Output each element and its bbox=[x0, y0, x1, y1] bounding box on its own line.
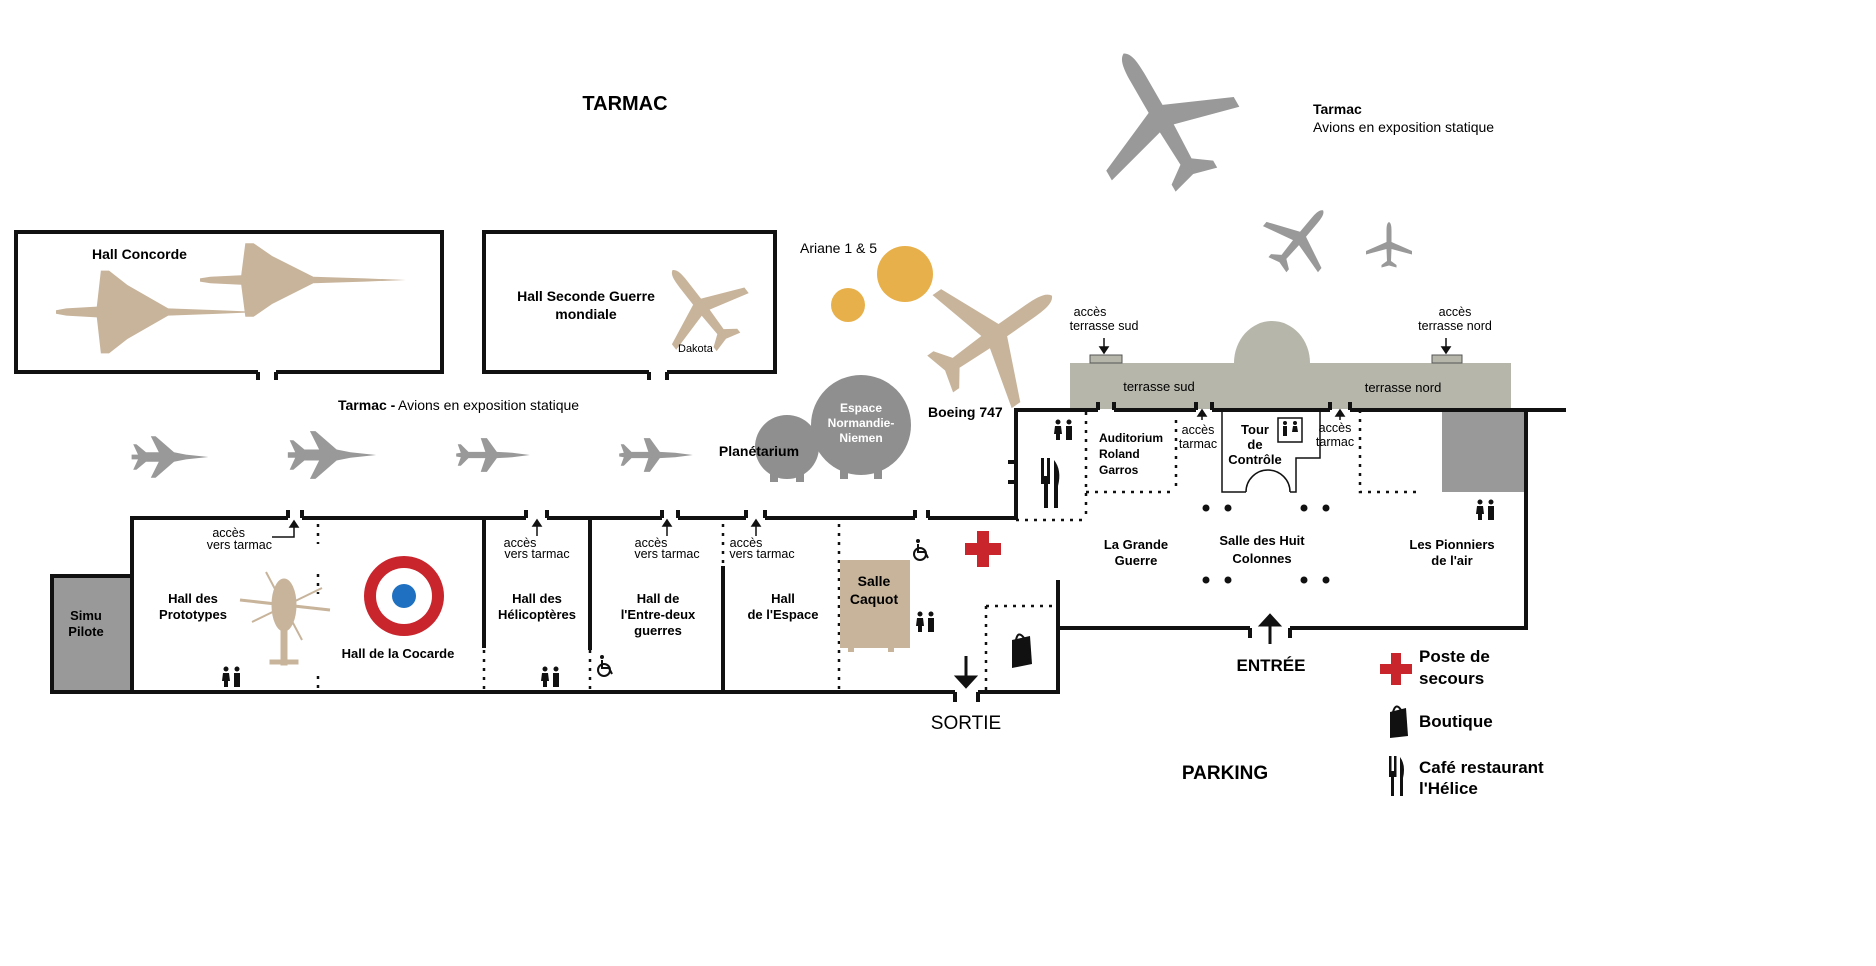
boutique-bag-icon bbox=[1012, 633, 1032, 668]
entre-deux-label-3: guerres bbox=[634, 623, 682, 638]
terrasse-nord-label: terrasse nord bbox=[1365, 380, 1442, 395]
espace-nn-label-1: Espace bbox=[840, 401, 882, 415]
simu-label-2: Pilote bbox=[68, 624, 103, 639]
acces-nord-2: terrasse nord bbox=[1418, 319, 1492, 333]
hall-concorde-box bbox=[14, 230, 444, 380]
simu-label-1: Simu bbox=[70, 608, 102, 623]
caquot-label-2: Caquot bbox=[850, 591, 899, 607]
boeing-label: Boeing 747 bbox=[928, 404, 1003, 420]
caquot-label-1: Salle bbox=[858, 573, 891, 589]
huit-colonnes-label-2: Colonnes bbox=[1232, 551, 1291, 566]
acces-heli-2: vers tarmac bbox=[504, 547, 569, 561]
hall-ww2-label-1: Hall Seconde Guerre bbox=[517, 288, 655, 304]
acces-espace-1: accès bbox=[730, 536, 763, 550]
legend-first-aid-1: Poste de bbox=[1419, 647, 1490, 666]
huit-colonnes-label-1: Salle des Huit bbox=[1219, 533, 1305, 548]
helicopteres-label-1: Hall des bbox=[512, 591, 562, 606]
acces-sud-2: terrasse sud bbox=[1070, 319, 1139, 333]
terrasse-sud-label: terrasse sud bbox=[1123, 379, 1195, 394]
hall-concorde-label: Hall Concorde bbox=[92, 246, 187, 262]
entre-deux-label-1: Hall de bbox=[637, 591, 680, 606]
tarmac-right-sub: Avions en exposition statique bbox=[1313, 119, 1494, 135]
tarmac-mid-sub: Avions en exposition statique bbox=[398, 397, 579, 413]
acces-proto-2: vers tarmac bbox=[207, 538, 272, 552]
legend-cross-icon bbox=[1380, 653, 1412, 685]
colonnes bbox=[1202, 504, 1330, 584]
sortie-label: SORTIE bbox=[931, 713, 1001, 734]
dotted-partitions bbox=[316, 410, 1420, 692]
ariane-1-marker bbox=[831, 288, 865, 322]
first-aid-cross-icon bbox=[965, 531, 1001, 567]
entree-label: ENTRÉE bbox=[1237, 656, 1306, 675]
helicopteres-label-2: Hélicoptères bbox=[498, 607, 576, 622]
entre-deux-label-2: l'Entre-deux bbox=[621, 607, 696, 622]
grande-guerre-label-2: Guerre bbox=[1115, 553, 1158, 568]
entrance-arrow bbox=[1257, 613, 1283, 644]
espace-label-2: de l'Espace bbox=[747, 607, 818, 622]
ariane-label: Ariane 1 & 5 bbox=[800, 240, 877, 256]
ariane-5-marker bbox=[877, 246, 933, 302]
grande-guerre-label-1: La Grande bbox=[1104, 537, 1168, 552]
tarmac-main-label: TARMAC bbox=[582, 93, 667, 115]
acces-tarmac-b2: tarmac bbox=[1316, 435, 1354, 449]
legend-bag-icon bbox=[1390, 705, 1408, 738]
cocarde-emblem bbox=[364, 556, 444, 636]
pionniers-label-2: de l'air bbox=[1431, 553, 1472, 568]
restaurant-icon bbox=[1041, 458, 1060, 508]
tarmac-fighters bbox=[131, 431, 693, 479]
pionniers-grey-block bbox=[1442, 410, 1524, 492]
auditorium-label-2: Roland bbox=[1099, 447, 1140, 461]
cocarde-label: Hall de la Cocarde bbox=[342, 646, 455, 661]
terrace-block bbox=[1070, 321, 1511, 409]
tour-label-2: de bbox=[1247, 437, 1262, 452]
access-arrows bbox=[272, 338, 1452, 538]
legend-boutique: Boutique bbox=[1419, 712, 1493, 731]
auditorium-label-1: Auditorium bbox=[1099, 431, 1163, 445]
acces-heli-1: accès bbox=[504, 536, 537, 550]
espace-nn-label-2: Normandie- bbox=[828, 416, 895, 430]
prototypes-label-2: Prototypes bbox=[159, 607, 227, 622]
acces-sud-1: accès bbox=[1074, 305, 1107, 319]
acces-entre-1: accès bbox=[635, 536, 668, 550]
accessibility-icons bbox=[597, 539, 929, 677]
tarmac-right-title: Tarmac bbox=[1313, 101, 1362, 117]
auditorium-label-3: Garros bbox=[1099, 463, 1139, 477]
acces-espace-2: vers tarmac bbox=[729, 547, 794, 561]
exit-arrow bbox=[953, 656, 979, 689]
tarmac-mid-title: Tarmac - bbox=[338, 397, 396, 413]
tour-label-1: Tour bbox=[1241, 422, 1269, 437]
acces-nord-1: accès bbox=[1439, 305, 1472, 319]
acces-entre-2: vers tarmac bbox=[634, 547, 699, 561]
parking-label: PARKING bbox=[1182, 763, 1268, 784]
acces-tarmac-b1: accès bbox=[1319, 421, 1352, 435]
toilets-icons bbox=[222, 417, 1494, 687]
acces-tarmac-a1: accès bbox=[1182, 423, 1215, 437]
prototypes-label-1: Hall des bbox=[168, 591, 218, 606]
planetarium-label: Planétarium bbox=[719, 443, 799, 459]
legend-first-aid-2: secours bbox=[1419, 669, 1484, 688]
acces-tarmac-a2: tarmac bbox=[1179, 437, 1217, 451]
tour-label-3: Contrôle bbox=[1228, 452, 1281, 467]
espace-label-1: Hall bbox=[771, 591, 795, 606]
hall-ww2-box bbox=[482, 230, 777, 380]
legend-restaurant-icon bbox=[1389, 756, 1404, 796]
tarmac-planes-right bbox=[1059, 16, 1412, 288]
building-walls bbox=[50, 402, 1566, 702]
dakota-label: Dakota bbox=[678, 343, 714, 355]
pionniers-label-1: Les Pionniers bbox=[1409, 537, 1494, 552]
salle-caquot-block bbox=[840, 560, 910, 652]
helicopter-silhouette bbox=[239, 571, 331, 666]
espace-nn-label-3: Niemen bbox=[839, 431, 882, 445]
legend-cafe-1: Café restaurant bbox=[1419, 758, 1544, 777]
legend-cafe-2: l'Hélice bbox=[1419, 779, 1478, 798]
domes bbox=[755, 375, 911, 482]
acces-proto-1: accès bbox=[212, 526, 245, 540]
hall-ww2-label-2: mondiale bbox=[555, 306, 617, 322]
